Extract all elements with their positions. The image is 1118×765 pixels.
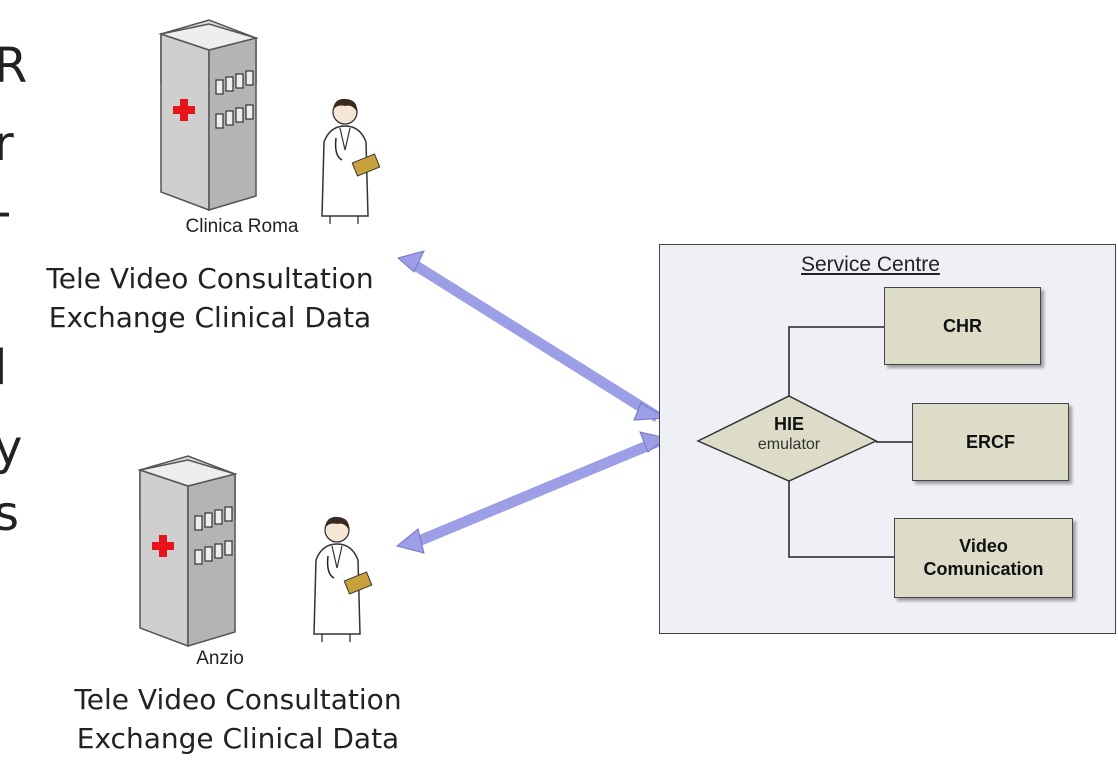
doctor-icon: [321, 98, 381, 225]
module-video-communication: Video Comunication: [894, 518, 1073, 598]
doctor-icon: [313, 516, 373, 643]
service-centre-panel: Service Centre HIE emulator CHR ERCF Vid…: [659, 244, 1116, 634]
edge-char-5: y: [0, 420, 23, 476]
caption-line: Exchange Clinical Data: [76, 722, 400, 755]
hospital-building-icon: [139, 455, 236, 647]
site-name-clinica-roma: Clinica Roma: [185, 216, 299, 237]
hie-subtitle: emulator: [757, 436, 821, 453]
hospital-building-icon: [160, 19, 257, 211]
module-label-line: Comunication: [923, 559, 1044, 579]
edge-char-3: -: [0, 188, 11, 236]
module-ercf: ERCF: [912, 403, 1069, 481]
caption-line: Exchange Clinical Data: [48, 301, 372, 334]
site-name-anzio: Anzio: [196, 648, 244, 669]
service-connectors: [696, 326, 912, 558]
module-chr: CHR: [884, 287, 1041, 365]
hie-title: HIE: [773, 414, 804, 434]
edge-char-1: R: [0, 38, 28, 94]
site-caption-top: Tele Video Consultation Exchange Clinica…: [20, 259, 400, 337]
edge-char-2: r: [0, 116, 14, 172]
module-label-line: Video: [959, 536, 1008, 556]
caption-line: Tele Video Consultation: [46, 262, 374, 295]
site-caption-bottom: Tele Video Consultation Exchange Clinica…: [48, 680, 428, 758]
edge-char-4: l: [0, 340, 8, 396]
service-centre-title: Service Centre: [801, 253, 940, 276]
edge-char-6: s: [0, 486, 20, 542]
hie-emulator-diamond: [696, 395, 878, 482]
hie-emulator-label: HIE emulator: [739, 414, 839, 455]
caption-line: Tele Video Consultation: [74, 683, 402, 716]
